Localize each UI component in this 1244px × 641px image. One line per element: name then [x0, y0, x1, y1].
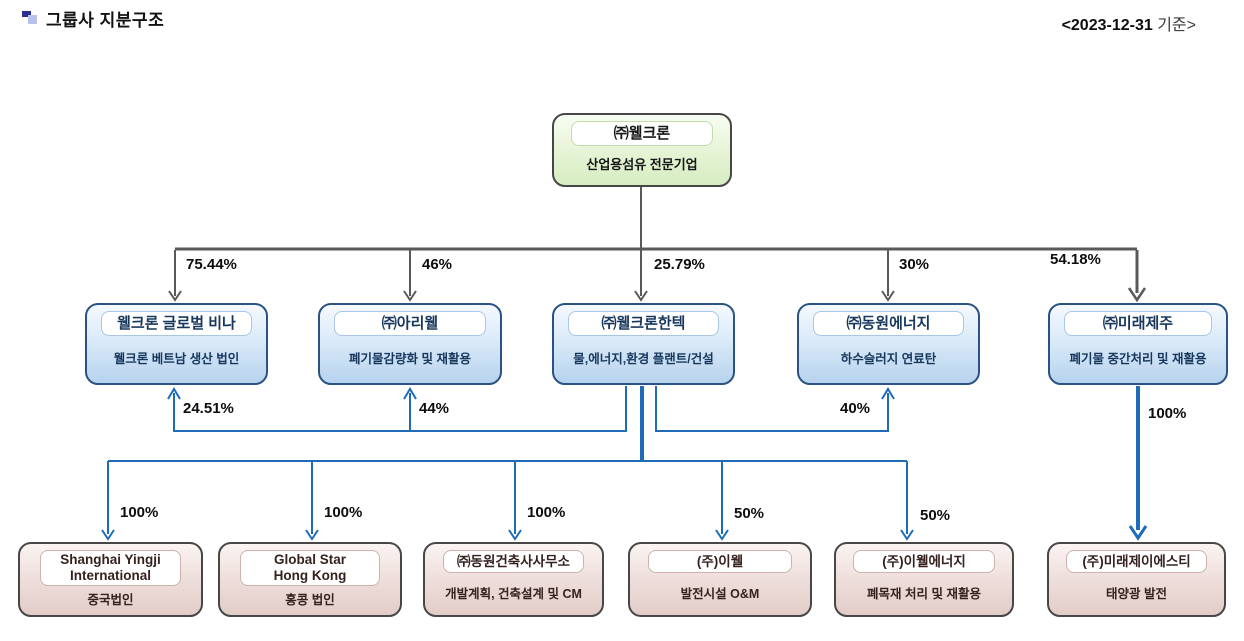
node-title-line1: Global Star [273, 552, 346, 567]
node-title: (주)이웰 [648, 550, 792, 574]
node-dongwon-architects: ㈜동원건축사사무소 개발계획, 건축설계 및 CM [423, 542, 604, 617]
ownership-label-hantec: 25.79% [654, 256, 705, 273]
node-title: ㈜미래제주 [1063, 311, 1213, 336]
node-subtitle: 폐기물 중간처리 및 재활용 [1069, 352, 1207, 366]
node-subtitle: 중국법인 [87, 592, 134, 607]
ownership-label-dongwon-arch: 100% [527, 504, 566, 521]
node-title: 웰크론 글로벌 비나 [101, 311, 252, 336]
node-ariwell: ㈜아리웰 폐기물감량화 및 재활용 [318, 303, 502, 385]
node-welcron-subtitle: 산업용섬유 전문기업 [586, 157, 698, 172]
node-subtitle: 웰크론 베트남 생산 법인 [113, 352, 240, 366]
node-subtitle: 물,에너지,환경 플랜트/건설 [573, 352, 714, 366]
node-subtitle: 태양광 발전 [1106, 586, 1167, 601]
node-subtitle: 하수슬러지 연료탄 [840, 352, 937, 366]
node-title: ㈜아리웰 [334, 311, 486, 336]
node-title-line1: Shanghai Yingji [60, 552, 161, 567]
node-welcron-title: ㈜웰크론 [571, 121, 713, 146]
ownership-label-shanghai: 100% [120, 504, 159, 521]
ownership-label-dongwon-energy: 30% [899, 256, 930, 273]
node-title: ㈜동원건축사사무소 [442, 550, 585, 574]
node-ewell: (주)이웰 발전시설 O&M [628, 542, 812, 617]
page-title: 그룹사 지분구조 [46, 11, 165, 30]
node-mirae-jeju: ㈜미래제주 폐기물 중간처리 및 재활용 [1048, 303, 1228, 385]
node-title: ㈜웰크론한텍 [568, 311, 719, 336]
node-mirae-jst: (주)미래제이에스티 태양광 발전 [1047, 542, 1226, 617]
node-subtitle: 폐기물감량화 및 재활용 [349, 352, 471, 366]
ownership-label-mirae-jeju: 54.18% [1050, 251, 1101, 268]
report-date-label: 기준> [1157, 17, 1196, 34]
node-title: (주)미래제이에스티 [1066, 550, 1207, 574]
cross-ownership-label-vina: 24.51% [183, 400, 234, 417]
node-title: (주)이웰에너지 [853, 550, 995, 574]
node-subtitle: 발전시설 O&M [680, 586, 760, 601]
cross-ownership-label-dongwon: 40% [840, 400, 871, 417]
node-title-line2: Hong Kong [273, 567, 347, 583]
node-title: ㈜동원에너지 [813, 311, 964, 336]
ownership-label-mirae-jst: 100% [1148, 405, 1187, 422]
node-global-star: Global Star Hong Kong 홍콩 법인 [218, 542, 402, 617]
ownership-label-globalstar: 100% [324, 504, 363, 521]
node-welcron-hantec: ㈜웰크론한텍 물,에너지,환경 플랜트/건설 [552, 303, 735, 385]
node-subtitle: 폐목재 처리 및 재활용 [867, 586, 981, 601]
title-bullet-icon [22, 11, 38, 24]
node-ewell-energy: (주)이웰에너지 폐목재 처리 및 재활용 [834, 542, 1014, 617]
ownership-label-welcron-vina: 75.44% [186, 256, 237, 273]
report-date: <2023-12-31 기준> [1062, 11, 1196, 35]
node-title-line2: International [69, 567, 151, 583]
node-subtitle: 홍콩 법인 [285, 592, 335, 607]
node-welcron: ㈜웰크론 산업용섬유 전문기업 [552, 113, 732, 187]
cross-ownership-label-ariwell: 44% [419, 400, 450, 417]
report-date-value: <2023-12-31 [1061, 17, 1153, 34]
ownership-label-ewell: 50% [734, 505, 765, 522]
node-dongwon-energy: ㈜동원에너지 하수슬러지 연료탄 [797, 303, 980, 385]
node-subtitle: 개발계획, 건축설계 및 CM [445, 586, 582, 601]
ownership-label-ewell-energy: 50% [920, 507, 951, 524]
node-title: Shanghai Yingji International [40, 550, 181, 586]
node-shanghai-yingji: Shanghai Yingji International 중국법인 [18, 542, 203, 617]
ownership-label-ariwell: 46% [422, 256, 453, 273]
node-welcron-global-vina: 웰크론 글로벌 비나 웰크론 베트남 생산 법인 [85, 303, 268, 385]
node-title: Global Star Hong Kong [240, 550, 380, 586]
